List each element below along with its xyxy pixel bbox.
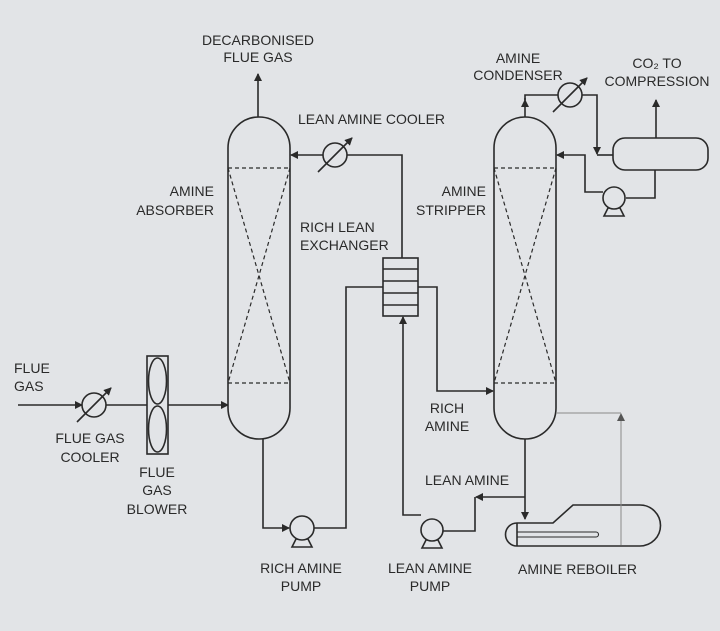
label-rich-amine-pump-2: PUMP: [281, 578, 321, 594]
label-lean-amine-pump: LEAN AMINE: [388, 560, 472, 576]
condenser-to-drum-line: [582, 94, 601, 155]
lean-amine-cooler: [317, 137, 353, 173]
reflux-drum: [612, 137, 709, 171]
label-amine-stripper: AMINE: [442, 183, 486, 199]
label-flue-gas-cooler: FLUE GAS: [55, 430, 124, 446]
label-co2-to-compression-2: COMPRESSION: [604, 73, 709, 89]
label-rich-amine-2: AMINE: [425, 418, 469, 434]
amine-condenser: [552, 77, 588, 113]
reflux-line: [556, 151, 603, 193]
overhead-arrow: [521, 94, 558, 107]
label-amine-stripper-2: STRIPPER: [416, 202, 486, 218]
label-co2-to-compression: CO₂ TO: [632, 55, 681, 71]
amine-stripper-column: [493, 116, 557, 440]
rich-lean-exchanger: [382, 257, 419, 317]
label-amine-condenser-2: CONDENSER: [473, 67, 562, 83]
label-rich-lean-exchanger: RICH LEAN: [300, 219, 375, 235]
label-amine-condenser: AMINE: [496, 50, 540, 66]
lean-pump-to-exchanger-line: [399, 316, 421, 516]
lean-to-pump-line: [443, 497, 476, 532]
lean-amine-pump: [420, 518, 444, 549]
label-amine-absorber-2: ABSORBER: [136, 202, 214, 218]
rich-amine-pump: [289, 515, 315, 548]
reflux-pump: [602, 186, 626, 217]
exchanger-to-stripper-line: [418, 286, 494, 395]
flue-gas-blower: [146, 355, 169, 455]
label-amine-absorber: AMINE: [170, 183, 214, 199]
rich-pump-to-exchanger-line: [314, 286, 383, 529]
label-flue-gas-blower-2: GAS: [142, 482, 172, 498]
flue-gas-cooler: [76, 387, 112, 423]
label-rich-amine-pump: RICH AMINE: [260, 560, 342, 576]
label-lean-amine-cooler: LEAN AMINE COOLER: [298, 111, 445, 127]
label-rich-amine: RICH: [430, 400, 464, 416]
label-decarbonised-flue-gas-2: FLUE GAS: [223, 49, 292, 65]
label-lean-amine-pump-2: PUMP: [410, 578, 450, 594]
label-decarbonised-flue-gas: DECARBONISED: [202, 32, 314, 48]
label-flue-gas-blower-3: BLOWER: [127, 501, 188, 517]
label-flue-gas-2: GAS: [14, 378, 44, 394]
absorber-bottom-line: [262, 439, 290, 532]
drum-bottom-line: [626, 170, 656, 199]
amine-reboiler: [504, 504, 662, 547]
label-flue-gas-cooler-2: COOLER: [60, 449, 119, 465]
label-flue-gas: FLUE: [14, 360, 50, 376]
label-lean-amine: LEAN AMINE: [425, 472, 509, 488]
label-rich-lean-exchanger-2: EXCHANGER: [300, 237, 389, 253]
label-amine-reboiler: AMINE REBOILER: [518, 561, 637, 577]
amine-absorber-column: [227, 116, 291, 440]
label-flue-gas-blower: FLUE: [139, 464, 175, 480]
lean-return-line: [347, 154, 403, 258]
